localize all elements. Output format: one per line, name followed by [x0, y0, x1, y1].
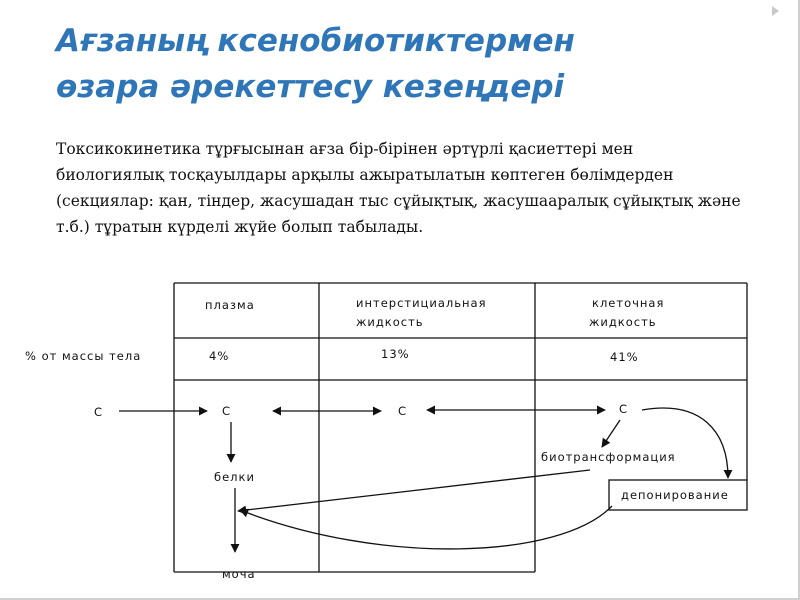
- col-header-plasma: плазма: [205, 298, 255, 312]
- row-label-body-mass: % от массы тела: [25, 349, 141, 363]
- label-biotransformation: биотрансформация: [541, 450, 676, 464]
- node-c-interstitial: С: [398, 404, 407, 418]
- node-c-cellular: С: [619, 402, 628, 416]
- col-header-interstitial-2: жидкость: [356, 315, 424, 329]
- slide-title: Ағзаның ксенобиотиктермен өзара әрекетте…: [56, 18, 756, 110]
- node-c-outside: С: [94, 405, 103, 419]
- compartment-table: [173, 282, 748, 573]
- slide-paragraph: Токсикокинетика тұрғысынан ағза бір-бірі…: [56, 140, 741, 236]
- percent-interstitial: 13%: [381, 347, 410, 361]
- deposition-box: [608, 479, 748, 511]
- arrow-deposition-to-plasma: [239, 505, 613, 550]
- arrow-cellular-to-deposition: [641, 407, 733, 479]
- label-urine: моча: [222, 567, 256, 581]
- arrow-biotransformation-to-plasma: [237, 469, 591, 515]
- percent-cellular: 41%: [610, 350, 639, 364]
- title-line-2: өзара әрекеттесу кезеңдері: [56, 69, 565, 105]
- title-line-1: Ағзаның ксенобиотиктермен: [56, 23, 575, 59]
- col-header-cellular-2: жидкость: [589, 315, 657, 329]
- label-proteins: белки: [214, 470, 255, 484]
- col-header-cellular-1: клеточная: [592, 296, 664, 310]
- arrow-cellular-to-biotransformation: [601, 419, 621, 448]
- node-c-plasma: С: [222, 404, 231, 418]
- col-header-interstitial-1: интерстициальная: [356, 296, 487, 310]
- label-deposition: депонирование: [621, 488, 729, 502]
- percent-plasma: 4%: [209, 349, 229, 363]
- corner-triangle-icon: [772, 6, 779, 16]
